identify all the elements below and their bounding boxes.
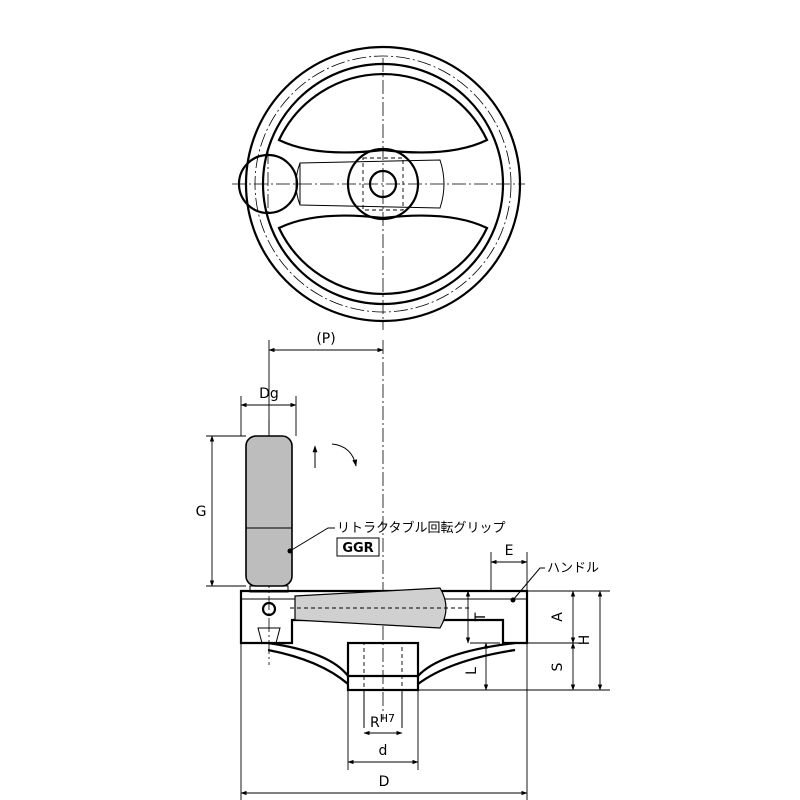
dim-l-label: L <box>464 667 480 675</box>
grip-code: GGR <box>342 541 373 556</box>
dimensions: (P) Dg G E T A S H L <box>196 331 610 800</box>
hub-top-view <box>346 147 420 221</box>
dim-dg-label: Dg <box>259 386 279 402</box>
side-view <box>239 340 529 728</box>
dim-e-label: E <box>505 543 514 559</box>
dim-d-label: d <box>379 743 388 759</box>
dim-big-d-label: D <box>379 774 390 790</box>
rim-section <box>239 589 529 645</box>
dim-p-label: (P) <box>316 331 335 347</box>
dim-h-label: H <box>577 635 593 646</box>
dim-s-label: S <box>550 662 566 671</box>
bore-top-view <box>368 169 398 199</box>
dim-g-label: G <box>196 504 207 520</box>
handle-note: ハンドル <box>547 561 599 576</box>
grip-pin <box>261 601 277 617</box>
grip-note: リトラクタブル回転グリップ <box>337 520 505 536</box>
dim-r-label: RH7 <box>370 712 395 731</box>
grip <box>245 435 293 587</box>
dim-t-label: T <box>473 612 489 622</box>
callouts: リトラクタブル回転グリップ GGR ハンドル <box>287 520 599 603</box>
upper-window <box>277 72 489 154</box>
rotate-arrow-icon <box>331 443 358 467</box>
top-view <box>232 45 525 330</box>
grip-code-box <box>336 537 380 557</box>
wheel-rim-outer <box>244 45 522 323</box>
wheel-rim-inner <box>261 62 505 306</box>
hub-side <box>346 641 420 692</box>
dim-a-label: A <box>550 612 566 622</box>
lower-window <box>277 214 489 296</box>
